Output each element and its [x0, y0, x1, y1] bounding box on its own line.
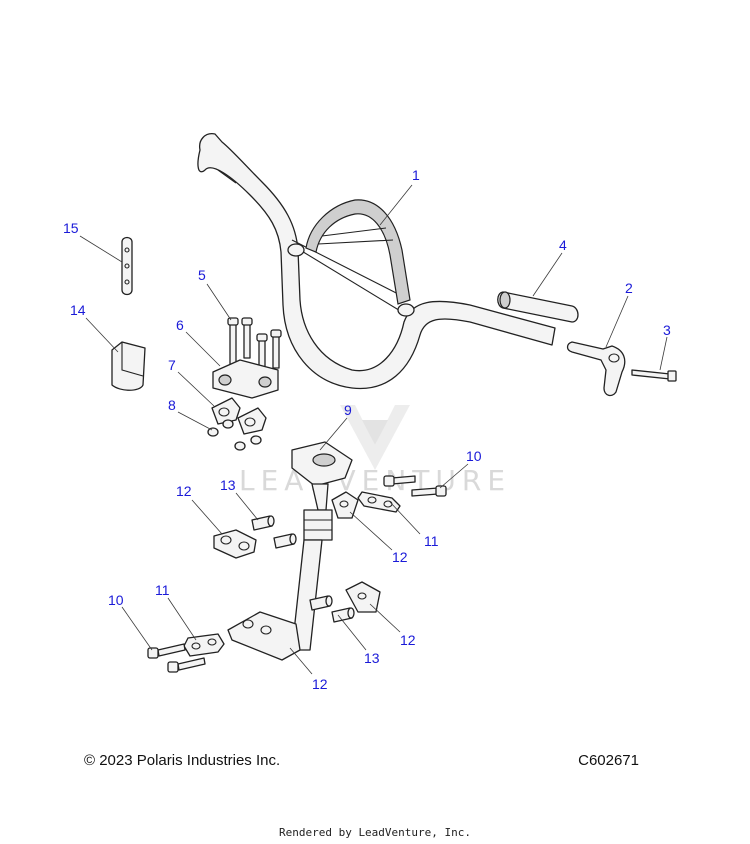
- callout-14: 14: [70, 302, 86, 318]
- clamp-lower-right: [345, 581, 381, 613]
- callout-8: 8: [168, 397, 176, 413]
- callout-3: 3: [663, 322, 671, 338]
- callout-11-lower: 11: [155, 582, 170, 598]
- lever-bolt: [631, 369, 677, 382]
- callout-15: 15: [63, 220, 79, 236]
- callout-7: 7: [168, 357, 176, 373]
- upper-clamp: [212, 359, 279, 399]
- callout-6: 6: [176, 317, 184, 333]
- strap-part-15: [121, 236, 133, 296]
- callout-12-upper-left: 12: [176, 483, 192, 499]
- right-grip: [497, 291, 579, 323]
- watermark-text: LEADVENTURE: [239, 464, 511, 497]
- callout-12-lower-right: 12: [400, 632, 416, 648]
- throttle-lever: [566, 341, 626, 397]
- figure-code: C602671: [578, 752, 639, 769]
- callout-13-lower: 13: [364, 650, 380, 666]
- clamp-upper-left: [213, 529, 257, 559]
- callout-1: 1: [412, 167, 420, 183]
- handlebar: [197, 133, 556, 390]
- clamp-bolts: [227, 317, 282, 373]
- callout-12-upper-right: 12: [392, 549, 408, 565]
- callout-10-upper: 10: [466, 448, 482, 464]
- copyright-text: © 2023 Polaris Industries Inc.: [84, 752, 281, 769]
- watermark-logo: [340, 405, 410, 470]
- rendered-by-text: Rendered by LeadVenture, Inc.: [278, 826, 472, 839]
- callout-11-upper: 11: [424, 533, 439, 549]
- leader-lines: [79, 184, 668, 675]
- plate-lower: [183, 633, 225, 657]
- callout-13-upper: 13: [220, 477, 236, 493]
- callout-9: 9: [344, 402, 352, 418]
- lower-clamps: [211, 397, 267, 435]
- bushings-upper: [251, 515, 297, 549]
- nuts: [207, 419, 262, 451]
- bushings-lower: [309, 595, 355, 623]
- callout-4: 4: [559, 237, 567, 253]
- bolts-upper-right: [383, 475, 447, 497]
- steering-post: [227, 441, 353, 661]
- clamp-upper-right: [331, 491, 359, 519]
- cover-part-14: [111, 341, 146, 391]
- callout-10-lower: 10: [108, 592, 124, 608]
- callout-12-bottom: 12: [312, 676, 328, 692]
- callout-2: 2: [625, 280, 633, 296]
- handlebar-crossbar-pad: [305, 199, 411, 305]
- callout-5: 5: [198, 267, 206, 283]
- bolts-lower-left: [147, 643, 206, 673]
